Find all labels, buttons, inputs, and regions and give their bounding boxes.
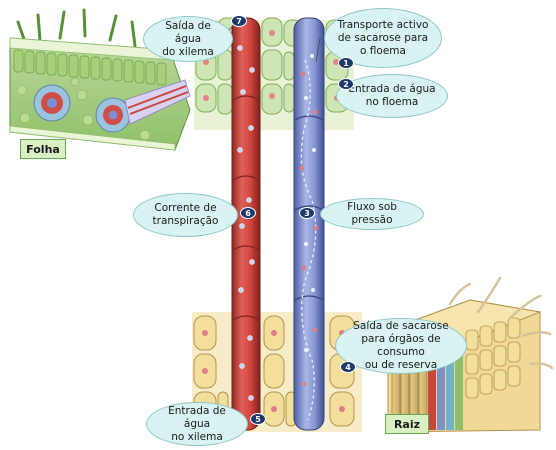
step-badge-5: 5 (250, 413, 266, 425)
step-badge-6: 6 (240, 207, 256, 219)
phloem-tube (293, 17, 325, 431)
label-saida-sacarose: Saída de sacarose para órgãos de consumo… (335, 318, 467, 374)
label-fluxo-sob-pressao: Fluxo sob pressão (320, 198, 424, 230)
tag-folha: Folha (20, 139, 66, 159)
label-saida-agua-xilema: Saída de água do xilema (143, 16, 233, 62)
vascular-bundle-right (95, 97, 131, 133)
label-entrada-agua-xilema: Entrada de água no xilema (146, 402, 248, 446)
vascular-bundle-left (33, 84, 71, 122)
label-entrada-agua-floema: Entrada de água no floema (336, 74, 448, 118)
step-badge-4: 4 (340, 361, 356, 373)
step-badge-3: 3 (299, 207, 315, 219)
xylem-vessel (231, 17, 261, 431)
step-badge-1: 1 (338, 57, 354, 69)
step-badge-7: 7 (231, 15, 247, 27)
label-corrente-transpiracao: Corrente de transpiração (133, 193, 238, 237)
tag-raiz: Raiz (385, 414, 429, 434)
root-section (386, 276, 554, 433)
step-badge-2: 2 (338, 78, 354, 90)
